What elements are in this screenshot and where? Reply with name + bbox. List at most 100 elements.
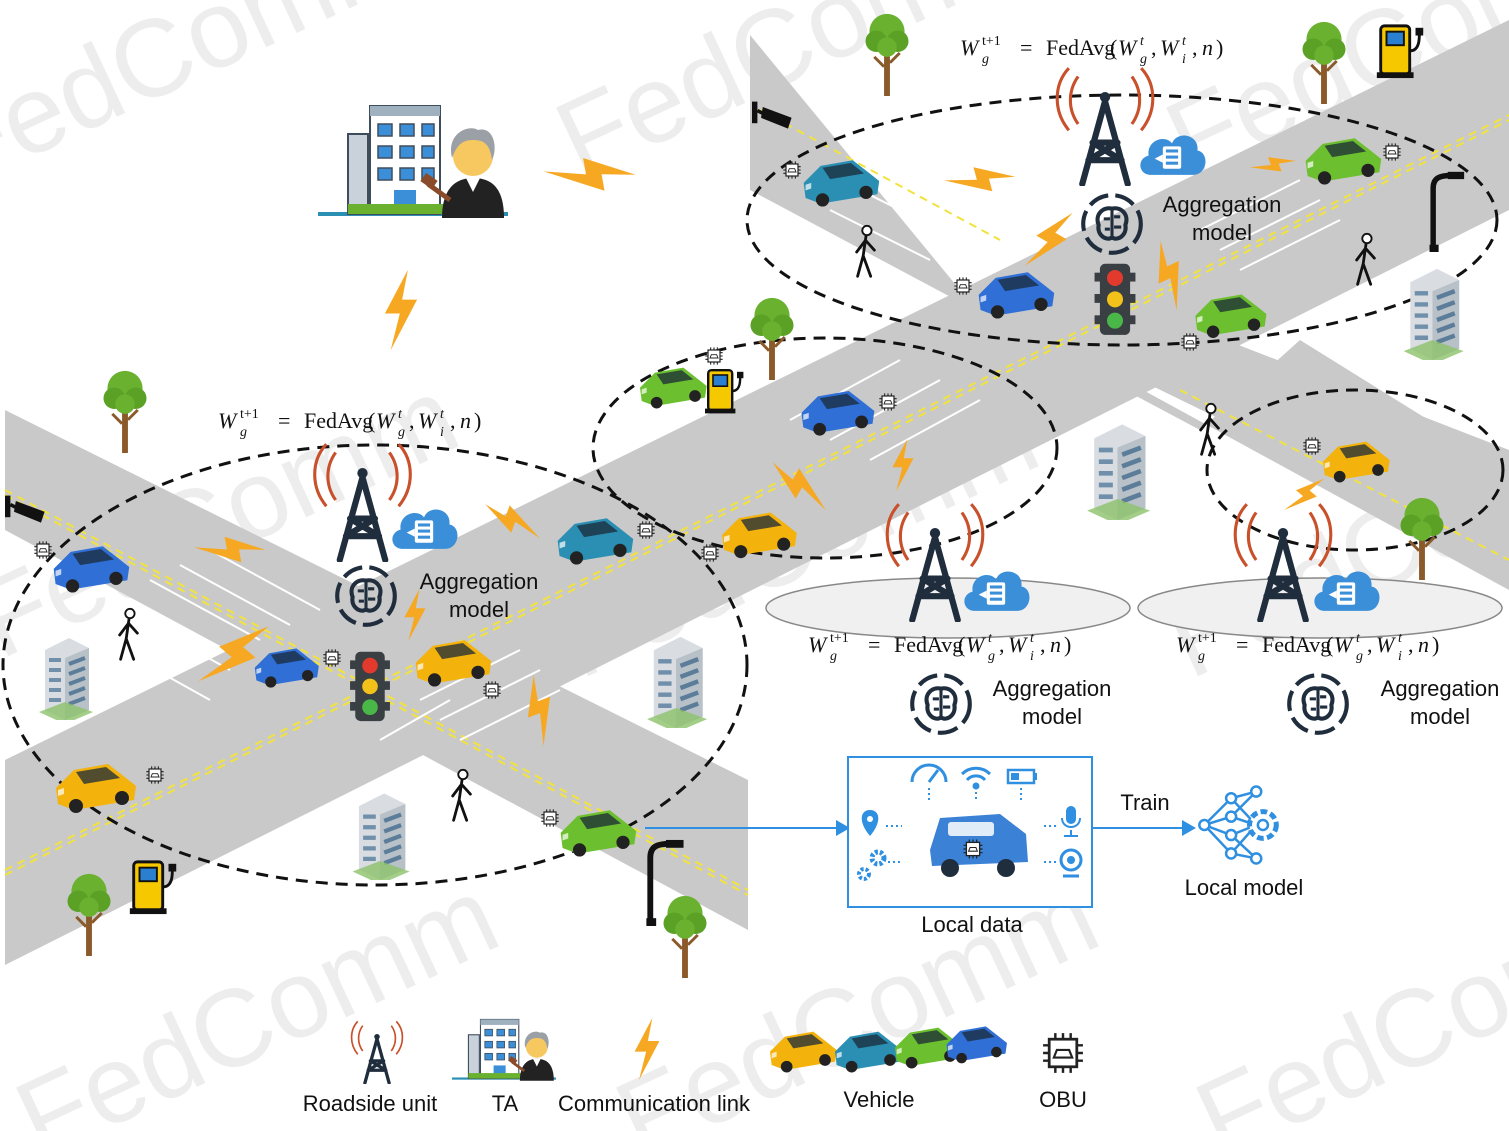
aggregation-label: model — [1410, 704, 1470, 729]
formula-sup: t+1 — [240, 407, 259, 422]
formula-sup: t — [398, 407, 403, 422]
formula-var: n — [1050, 632, 1061, 657]
traffic-light-icon — [350, 651, 390, 722]
formula-fn: FedAvg — [304, 408, 373, 433]
building-icon — [39, 638, 93, 724]
aggregation-label: Aggregation — [993, 676, 1112, 701]
formula-sup: t — [1356, 631, 1361, 646]
formula-comma: , — [409, 408, 415, 433]
arrow-head — [1182, 820, 1196, 836]
legend-ta: TA — [492, 1091, 519, 1116]
obu-chip-icon — [953, 276, 973, 296]
obu-chip-icon — [962, 838, 984, 860]
legend-obu: OBU — [1039, 1087, 1087, 1112]
formula-fn: FedAvg — [1262, 632, 1331, 657]
formula-sup: t — [440, 407, 445, 422]
formula-sub: g — [1140, 52, 1147, 67]
formula-left: W t+1 g = FedAvg ( W t g , W t i , n ) — [218, 407, 481, 440]
building-icon — [1087, 424, 1150, 524]
formula-sub: g — [982, 52, 989, 67]
aggregation-label: Aggregation — [420, 569, 539, 594]
formula-comma: , — [450, 408, 456, 433]
formula-var: W — [1334, 632, 1354, 657]
formula-var: W — [1376, 632, 1396, 657]
formula-var: W — [966, 632, 986, 657]
speedometer-icon — [910, 763, 948, 800]
building-icon — [647, 637, 707, 733]
lightning-icon — [384, 269, 418, 351]
formula-paren: ) — [1216, 35, 1223, 60]
cloud-server-icon — [392, 509, 458, 549]
formula-sub: i — [1030, 649, 1034, 664]
obu-chip-icon — [1382, 142, 1402, 162]
legend-roadside-unit: Roadside unit — [303, 1091, 438, 1116]
formula-sub: g — [240, 425, 247, 440]
legend: Roadside unit TA Communication link Vehi… — [303, 1018, 1087, 1116]
gear-icon — [857, 849, 902, 881]
aggregation-labels: Aggregation model Aggregation model Aggr… — [420, 192, 1500, 729]
formula-var: n — [1202, 35, 1213, 60]
formula-sub: g — [1198, 649, 1205, 664]
obu-chip-icon — [1041, 1031, 1085, 1075]
formula-paren: ( — [1110, 35, 1117, 60]
formula-var: W — [960, 35, 980, 60]
vehicle-icon — [640, 367, 707, 409]
formula-var: W — [218, 408, 238, 433]
obu-chip-icon — [878, 392, 898, 412]
train-label: Train — [1120, 790, 1169, 815]
rsu-platforms — [765, 577, 1503, 639]
formula-var: W — [1008, 632, 1028, 657]
obu-chip-icon — [700, 543, 720, 563]
formula-eq: = — [1236, 632, 1248, 657]
formula-comma: , — [1408, 632, 1414, 657]
obu-chip-icon — [540, 808, 560, 828]
formula-var: n — [460, 408, 471, 433]
formula-sub: g — [988, 649, 995, 664]
neural-network-gear-icon — [1199, 787, 1276, 864]
formula-comma: , — [1040, 632, 1046, 657]
coverage-area-top — [745, 93, 1499, 347]
formula-sup: t — [1182, 34, 1187, 49]
aggregation-label: model — [449, 597, 509, 622]
coverage-area-middle — [591, 336, 1059, 560]
building-icon — [353, 793, 410, 884]
formula-paren: ) — [1432, 632, 1439, 657]
formula-comma: , — [1151, 35, 1157, 60]
obu-chip-icon — [145, 765, 165, 785]
formula-fn: FedAvg — [894, 632, 963, 657]
coverage-area-left — [1, 443, 749, 887]
formula-paren: ( — [1326, 632, 1333, 657]
ta-building-icon — [452, 1018, 556, 1082]
formula-comma: , — [1367, 632, 1373, 657]
formula-paren: ( — [368, 408, 375, 433]
obu-chip-icon — [782, 160, 802, 180]
building-icon — [1404, 269, 1464, 365]
formula-top: W t+1 g = FedAvg ( W t g , W t i , n ) — [960, 34, 1223, 67]
formula-sup: t+1 — [982, 34, 1001, 49]
obu-chip-icon — [636, 520, 656, 540]
local-model-label: Local model — [1185, 875, 1304, 900]
formula-eq: = — [278, 408, 290, 433]
wifi-icon — [960, 766, 992, 802]
brain-gear-icon — [912, 675, 970, 733]
brain-gear-icon — [1289, 675, 1347, 733]
coverage-area-right — [1205, 388, 1505, 552]
legend-communication-link: Communication link — [558, 1091, 751, 1116]
aggregation-label: model — [1022, 704, 1082, 729]
tree-icon — [748, 296, 796, 380]
formula-paren: ( — [958, 632, 965, 657]
formula-paren: ) — [1064, 632, 1071, 657]
formula-sub: i — [440, 425, 444, 440]
formula-var: W — [1118, 35, 1138, 60]
formula-var: W — [376, 408, 396, 433]
formula-var: W — [418, 408, 438, 433]
formula-var: W — [1160, 35, 1180, 60]
cloud-server-icon — [964, 571, 1030, 611]
train-section: Train Local model — [1092, 787, 1303, 900]
tree-icon — [661, 894, 709, 978]
formula-fn: FedAvg — [1046, 35, 1115, 60]
battery-icon — [1006, 768, 1037, 802]
formula-comma: , — [999, 632, 1005, 657]
formula-sup: t — [988, 631, 993, 646]
